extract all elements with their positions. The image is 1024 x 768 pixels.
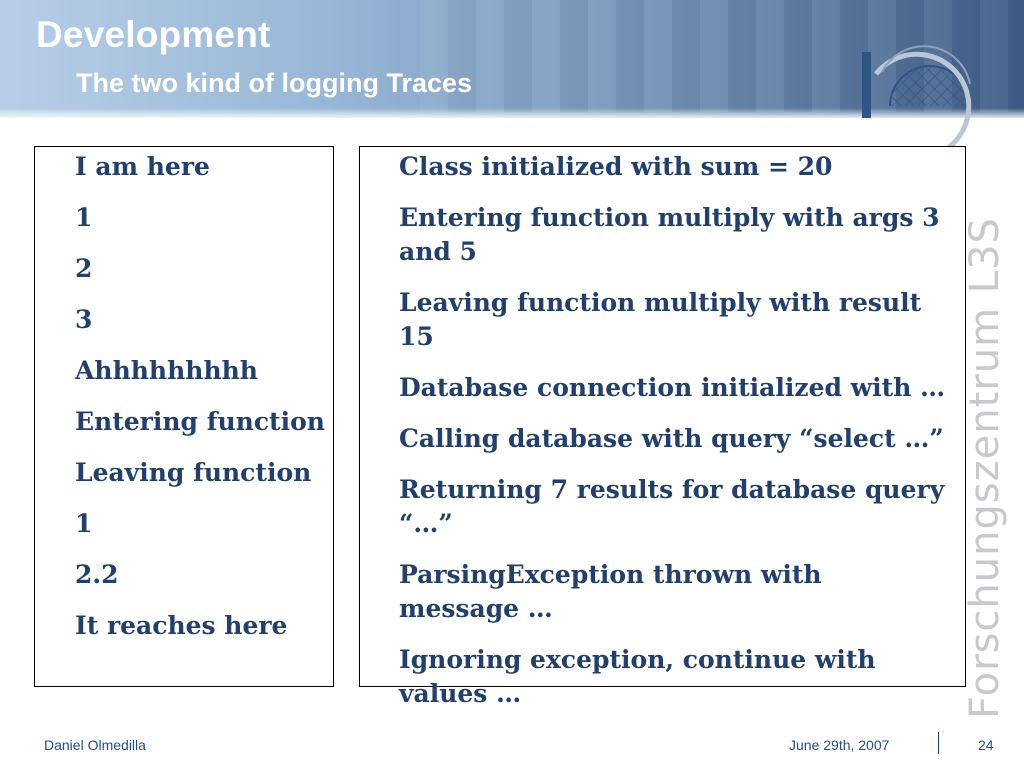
list-item: Returning 7 results for database query “… [399,475,945,538]
list-item: ParsingException thrown with message … [399,560,822,623]
list-item: Database connection initialized with … [399,373,946,402]
list-item: 3 [75,305,93,334]
brand-text: Forschungszentrum L3S [962,217,1008,719]
header-banner [0,0,1024,118]
list-item: It reaches here [75,611,288,640]
list-item: Calling database with query “select …” [399,424,944,453]
footer-divider [938,732,939,754]
left-trace-box [34,146,334,687]
list-item: Leaving function [75,458,312,487]
list-item: Entering function multiply with args 3 a… [399,203,940,266]
right-trace-box [359,146,966,687]
list-item: 2 [75,254,93,283]
list-item: 1 [75,509,93,538]
list-item: Entering function [75,407,325,436]
list-item: 2.2 [75,560,119,589]
list-item: Leaving function multiply with result 15 [399,288,922,351]
slide-subtitle: The two kind of logging Traces [76,68,473,98]
footer-date: June 29th, 2007 [789,737,890,753]
slide-title: Development [36,14,271,55]
list-item: Class initialized with sum = 20 [399,152,833,181]
list-item: Ignoring exception, continue with values… [399,645,876,708]
list-item: Ahhhhhhhhh [75,356,258,385]
page-number: 24 [978,737,994,753]
descriptive-trace-list: Class initialized with sum = 20 Entering… [399,150,949,728]
list-item: I am here [75,152,210,181]
footer-author: Daniel Olmedilla [44,737,146,753]
list-item: 1 [75,203,93,232]
simple-trace-list: I am here 1 2 3 Ahhhhhhhhh Entering func… [75,150,327,660]
